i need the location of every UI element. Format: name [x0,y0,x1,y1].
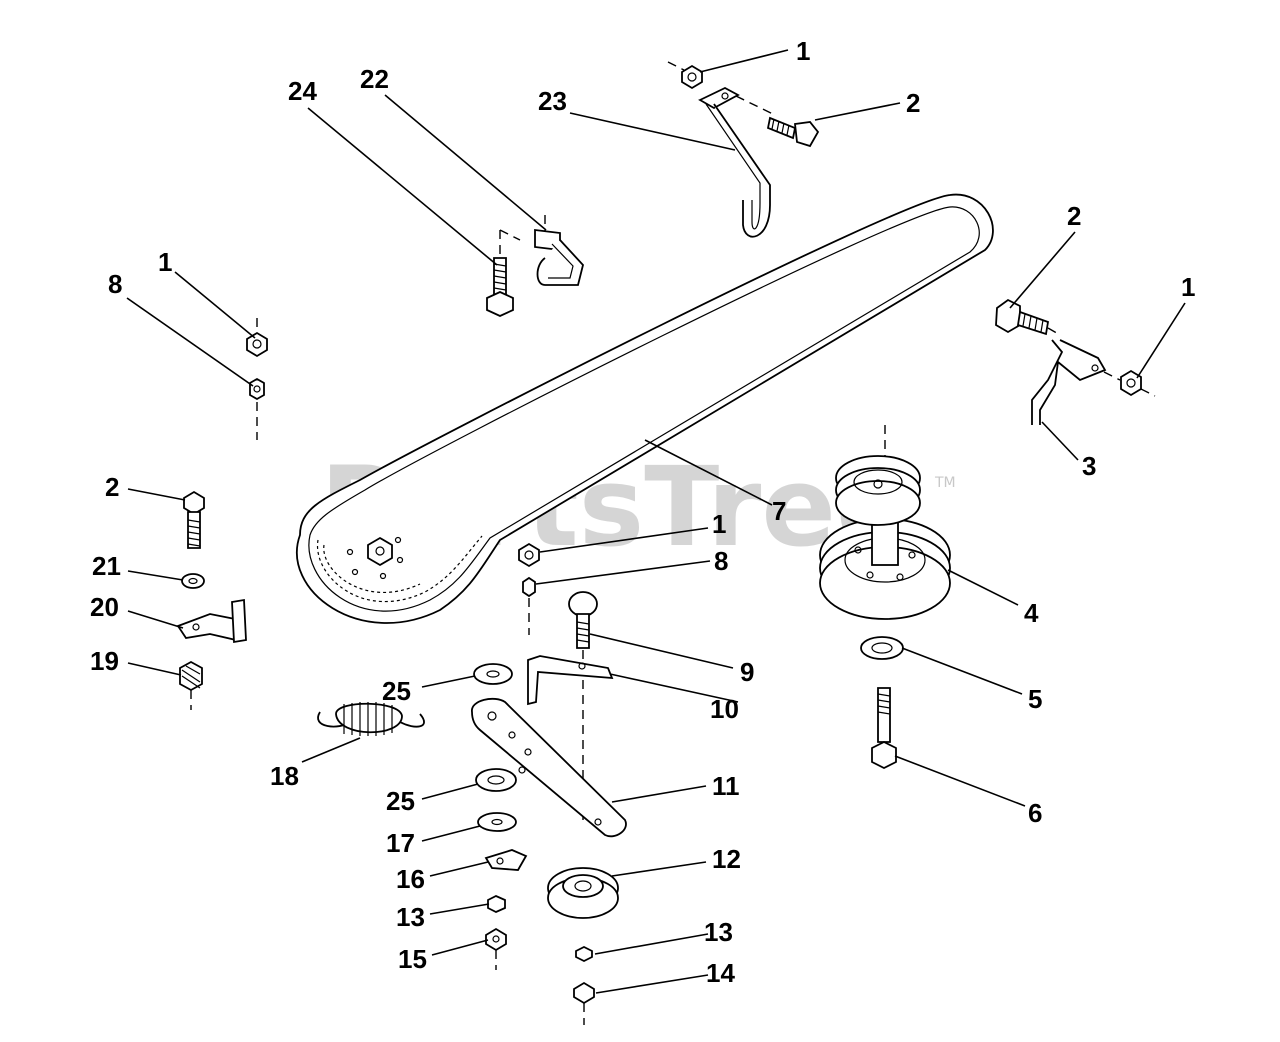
callout-10: 10 [710,694,739,724]
spring-18 [317,702,425,736]
callout-1: 1 [796,36,810,66]
bracket-20 [176,598,247,644]
idler-arm-11 [471,698,627,838]
callout-1: 1 [712,509,726,539]
callout-12: 12 [712,844,741,874]
nut-center [518,542,540,568]
callout-2: 2 [105,472,119,502]
nut-14 [573,981,595,1005]
washer-21 [181,573,205,589]
clip-16 [484,849,528,871]
callout-8: 8 [108,269,122,299]
callout-7: 7 [772,496,786,526]
callout-3: 3 [1082,451,1096,481]
callout-25: 25 [382,676,411,706]
washer-17 [477,812,517,832]
callout-23: 23 [538,86,567,116]
engine-pulley [346,536,404,580]
locknut-19 [179,660,203,692]
callout-2: 2 [1067,201,1081,231]
callout-20: 20 [90,592,119,622]
callout-24: 24 [288,76,317,106]
washer-center [522,576,536,598]
nut-left [246,331,268,358]
callout-22: 22 [360,64,389,94]
double-pulley [819,455,951,620]
bolt-right [995,298,1050,336]
bolt-6 [871,687,897,770]
nut-top [681,64,703,90]
nut-15 [485,927,507,952]
drive-belt [296,193,994,624]
watermark-trademark: TM [934,475,956,491]
callout-8: 8 [714,546,728,576]
bolt-left [183,490,205,549]
spacer-25-upper [473,663,513,685]
callout-5: 5 [1028,684,1042,714]
callout-1: 1 [1181,272,1195,302]
bolt-top [766,116,820,148]
washer-13-left [487,895,506,913]
callout-9: 9 [740,657,754,687]
idler-pulley-12 [547,867,619,919]
callout-4: 4 [1024,598,1039,628]
screw-24 [486,257,514,317]
washer-5 [860,636,904,660]
callout-15: 15 [398,944,427,974]
callout-14: 14 [706,958,735,988]
belt-guide-left [534,215,584,286]
bracket-10 [527,655,614,706]
spacer-25-lower [475,768,517,792]
callout-25: 25 [386,786,415,816]
belt-guide-upper [698,86,771,238]
callout-16: 16 [396,864,425,894]
belt-guide-right [1031,339,1107,425]
callout-18: 18 [270,761,299,791]
washer-13-right [575,945,593,963]
callout-1: 1 [158,247,172,277]
washer-left [249,377,265,401]
callout-21: 21 [92,551,121,581]
nut-right [1120,369,1142,397]
leader-lines [126,49,1186,994]
callout-2: 2 [906,88,920,118]
callout-11: 11 [712,771,740,801]
callout-17: 17 [386,828,415,858]
callout-13: 13 [396,902,425,932]
carriage-bolt-9 [568,591,598,649]
callout-labels: 1 2 23 22 24 1 8 2 1 3 7 1 8 4 2 21 20 1… [90,36,1195,988]
callout-19: 19 [90,646,119,676]
callout-13: 13 [704,917,733,947]
callout-6: 6 [1028,798,1042,828]
